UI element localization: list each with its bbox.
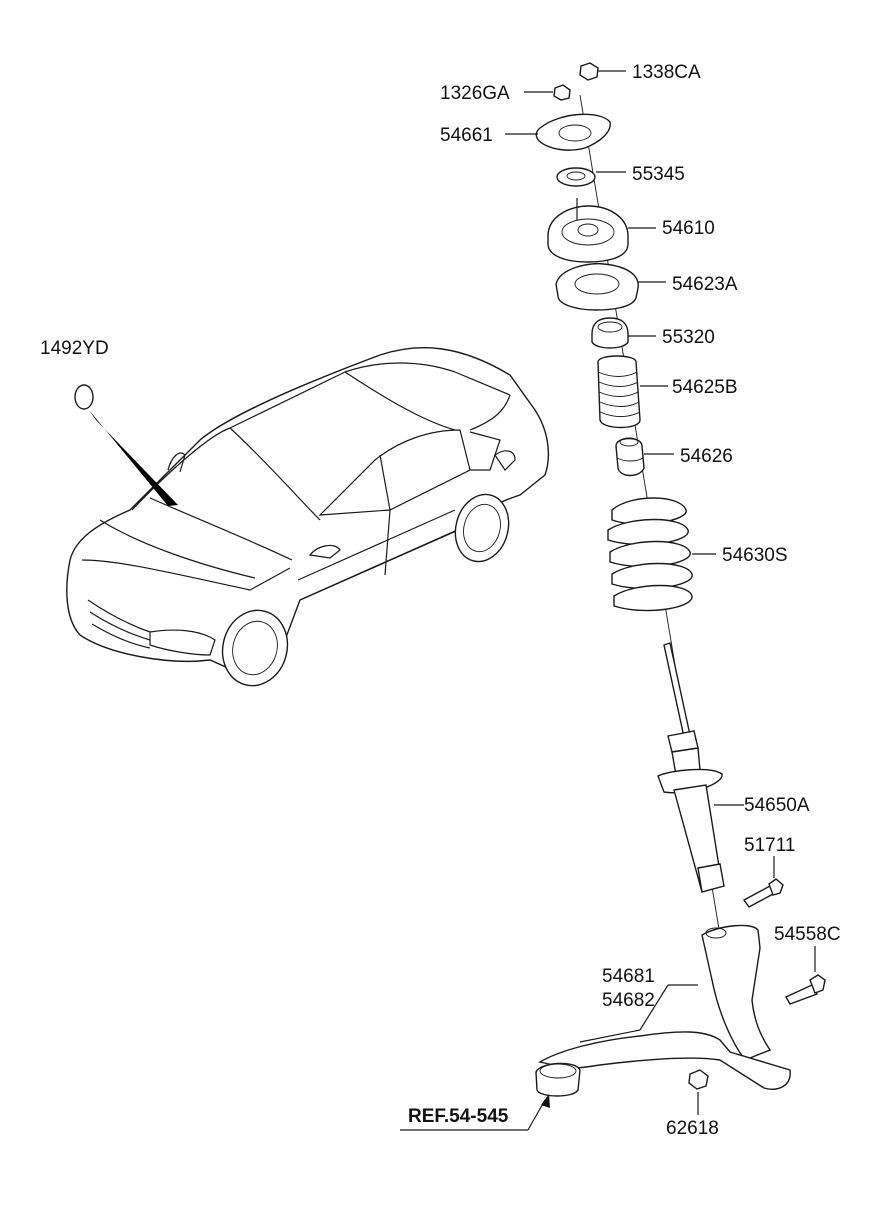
label-55345: 55345: [632, 164, 685, 185]
bolt-51711: 51711: [742, 835, 795, 908]
label-51711: 51711: [744, 835, 795, 856]
bolt-54558C: 54558C: [774, 924, 841, 1005]
label-1492YD: 1492YD: [40, 338, 109, 359]
coil-spring-54630S: 54630S: [607, 497, 788, 612]
label-54558C: 54558C: [774, 924, 841, 945]
label-1326GA: 1326GA: [440, 83, 510, 104]
label-54626: 54626: [680, 446, 733, 467]
nut-1338CA: 1338CA: [579, 62, 701, 83]
nut-62618: 62618: [666, 1069, 719, 1139]
bump-stop-54626: 54626: [615, 437, 733, 477]
fork-arm-54681-54682: 54681 54682: [535, 924, 791, 1097]
reference-arrow: REF.54-545: [400, 1094, 550, 1131]
ref-label: REF.54-545: [408, 1106, 509, 1127]
label-54625B: 54625B: [672, 377, 738, 398]
mount-54610: 54610: [547, 198, 715, 263]
insulator-55320: 55320: [591, 317, 715, 349]
label-54650A: 54650A: [744, 795, 810, 816]
vehicle-illustration: [66, 347, 550, 687]
dust-cover-54625B: 54625B: [597, 355, 738, 429]
nut-1326GA: 1326GA: [440, 83, 571, 104]
label-54661: 54661: [440, 125, 493, 146]
label-54630S: 54630S: [722, 545, 788, 566]
label-54681: 54681: [602, 966, 655, 987]
label-1338CA: 1338CA: [632, 62, 701, 83]
label-54610: 54610: [662, 218, 715, 239]
plate-54661: 54661: [440, 113, 611, 151]
bearing-55345: 55345: [556, 164, 685, 187]
emblem-callout: 1492YD: [40, 338, 178, 506]
seat-54623A: 54623A: [555, 262, 738, 311]
label-55320: 55320: [662, 327, 715, 348]
label-54623A: 54623A: [672, 274, 738, 295]
shock-absorber-54650A: 54650A: [657, 642, 810, 893]
label-54682: 54682: [602, 990, 655, 1011]
label-62618: 62618: [666, 1118, 719, 1139]
